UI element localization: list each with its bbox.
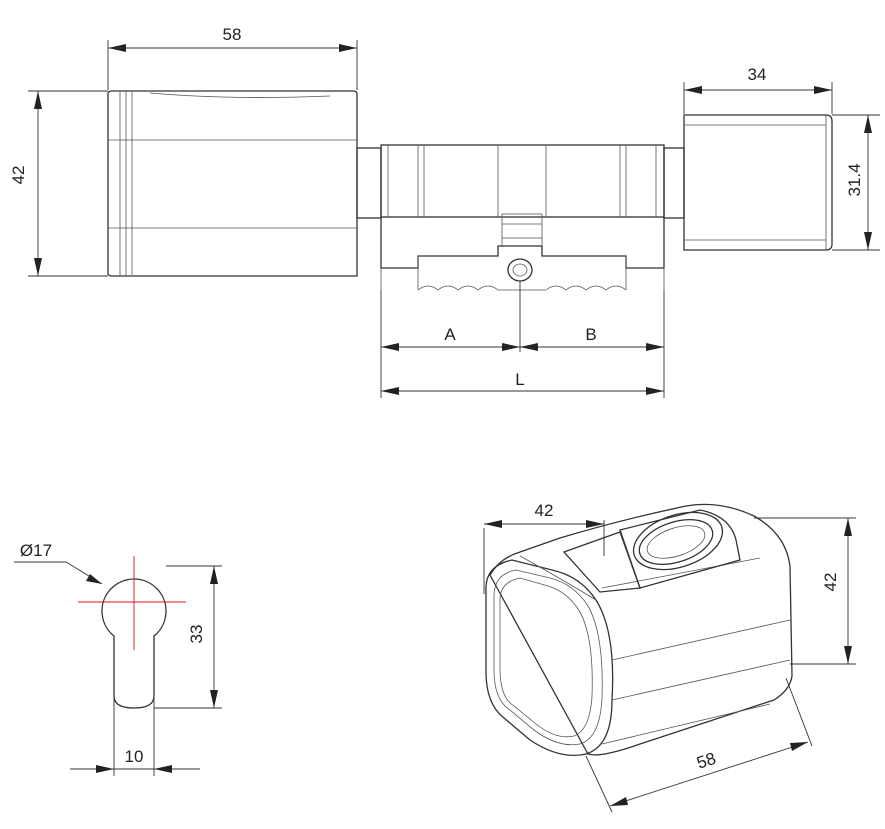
iso-view: 42 42 58 [483, 501, 856, 813]
top-button [632, 511, 724, 571]
dim-thumbturn-height-label: 31.4 [845, 163, 864, 196]
dim-profile-width-label: 10 [125, 747, 144, 766]
dim-knob-width: 58 [107, 25, 358, 90]
right-thumbturn [683, 114, 833, 251]
dim-b-label: B [585, 325, 596, 344]
dim-thumbturn-width-label: 34 [748, 65, 767, 84]
dim-thumbturn-height: 31.4 [832, 114, 880, 251]
dim-knob-height-label: 42 [9, 166, 28, 185]
dim-l-label: L [515, 370, 524, 389]
dim-profile-height: 33 [154, 565, 222, 709]
dim-iso-height: 42 [754, 517, 856, 665]
dim-iso-top-width: 42 [483, 501, 605, 594]
keyway-profile [101, 578, 167, 709]
front-face [485, 559, 614, 757]
dim-knob-height: 42 [9, 90, 108, 277]
dim-a-b-l: A B L [380, 281, 665, 398]
dim-thumbturn-width: 34 [683, 65, 833, 114]
left-spindle [356, 147, 382, 219]
dim-iso-length-label: 58 [694, 749, 718, 773]
cylinder-body [380, 144, 665, 291]
left-knob [107, 90, 358, 277]
side-view: 58 42 34 31.4 [9, 25, 880, 398]
dim-iso-length: 58 [585, 677, 813, 813]
right-spindle [663, 147, 685, 219]
dim-iso-top-width-label: 42 [535, 501, 554, 520]
profile-view: Ø17 33 10 [14, 541, 222, 776]
dim-knob-width-label: 58 [223, 25, 242, 44]
dim-profile-height-label: 33 [187, 625, 206, 644]
dim-diameter: Ø17 [14, 541, 103, 585]
dim-diameter-label: Ø17 [20, 541, 52, 560]
dim-iso-height-label: 42 [821, 573, 840, 592]
dim-a-label: A [444, 325, 456, 344]
dim-profile-width: 10 [70, 696, 200, 776]
